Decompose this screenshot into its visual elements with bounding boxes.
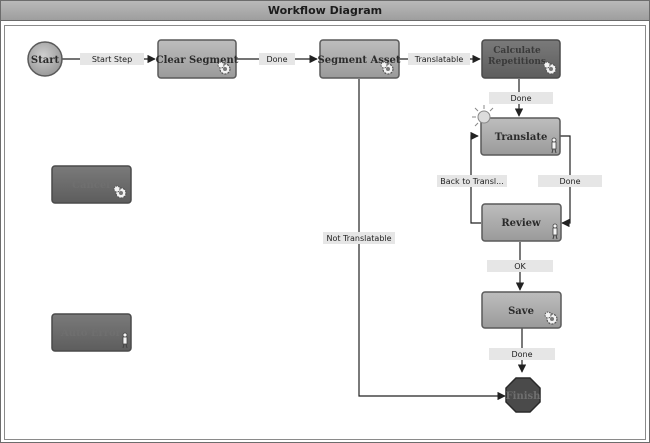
gear-icon xyxy=(217,61,231,75)
node-segment-asset[interactable]: Segment Asset xyxy=(318,39,401,79)
node-start[interactable]: Start xyxy=(27,41,63,77)
edge-label-translatable: Translatable xyxy=(408,53,470,65)
edge-label-done-3: Done xyxy=(538,175,602,187)
node-save[interactable]: Save xyxy=(481,291,562,329)
sun-icon xyxy=(472,105,494,127)
svg-text:Start Step: Start Step xyxy=(92,55,132,64)
svg-text:Clear Segment: Clear Segment xyxy=(156,55,239,66)
edge-label-not-translatable: Not Translatable xyxy=(323,232,395,244)
node-review[interactable]: Review xyxy=(481,203,562,242)
edge-label-back-to-translate: Back to Transl... xyxy=(437,175,507,187)
edge-not-translatable[interactable] xyxy=(358,79,506,401)
diagram-canvas[interactable]: Start Step Done Translatable Done Back t… xyxy=(4,25,646,440)
node-calculate-repetitions-label: Calculate Repetitions xyxy=(488,46,546,67)
node-auto-error[interactable]: Auto Error xyxy=(51,313,132,352)
svg-text:Auto Error: Auto Error xyxy=(60,328,122,339)
svg-text:Translate: Translate xyxy=(495,132,548,143)
edge-label-done-4: Done xyxy=(489,348,555,360)
svg-text:Finish: Finish xyxy=(506,391,542,402)
node-finish[interactable]: Finish xyxy=(505,377,542,413)
svg-text:Not Translatable: Not Translatable xyxy=(326,234,391,243)
svg-text:Done: Done xyxy=(559,177,580,186)
svg-text:Start: Start xyxy=(31,55,60,66)
svg-text:Done: Done xyxy=(511,350,532,359)
person-icon xyxy=(552,223,558,240)
svg-text:Review: Review xyxy=(501,218,541,229)
svg-text:Cancel: Cancel xyxy=(72,180,110,191)
svg-text:Done: Done xyxy=(510,94,531,103)
svg-text:Done: Done xyxy=(266,55,287,64)
edge-label-done-2: Done xyxy=(489,92,553,104)
node-clear-segment[interactable]: Clear Segment xyxy=(156,39,239,79)
person-icon xyxy=(122,332,128,349)
svg-text:Save: Save xyxy=(508,306,534,317)
node-calculate-repetitions[interactable]: Calculate Repetitions xyxy=(481,39,561,79)
window-title: Workflow Diagram xyxy=(1,1,649,21)
edge-label-start-step: Start Step xyxy=(80,53,144,65)
svg-text:Segment Asset: Segment Asset xyxy=(318,55,401,66)
svg-text:Back to Transl...: Back to Transl... xyxy=(440,177,504,186)
gear-icon xyxy=(380,61,394,75)
gear-icon xyxy=(543,61,557,75)
svg-text:OK: OK xyxy=(514,262,526,271)
gear-icon xyxy=(544,311,558,325)
node-translate[interactable]: Translate xyxy=(480,117,561,156)
person-icon xyxy=(551,137,557,154)
edge-label-done-1: Done xyxy=(259,53,295,65)
node-cancel[interactable]: Cancel xyxy=(51,165,132,204)
svg-text:Translatable: Translatable xyxy=(414,55,464,64)
edge-label-ok: OK xyxy=(487,260,553,272)
gear-icon xyxy=(113,185,127,199)
